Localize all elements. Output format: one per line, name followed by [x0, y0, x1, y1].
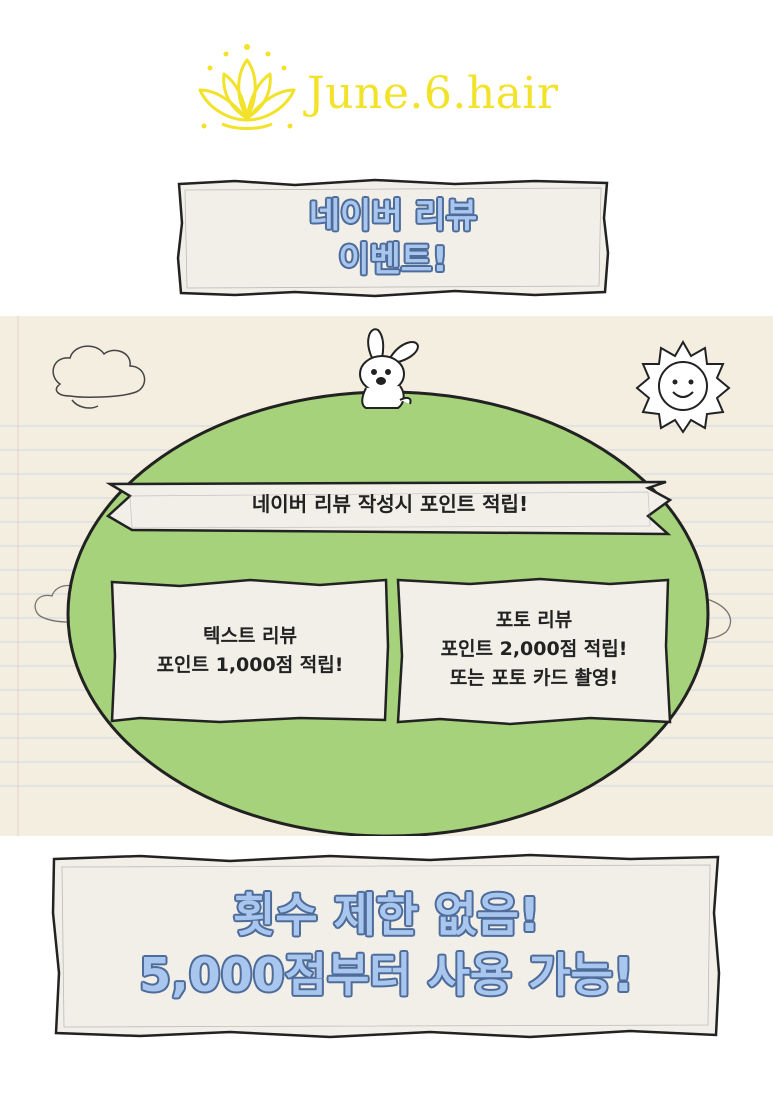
- text-review-card: 텍스트 리뷰 포인트 1,000점 적립!: [115, 622, 385, 680]
- rabbit-icon: [359, 328, 420, 409]
- photo-review-card: 포토 리뷰 포인트 2,000점 적립! 또는 포토 카드 촬영!: [402, 606, 666, 693]
- photo-review-card-option: 또는 포토 카드 촬영!: [449, 667, 619, 689]
- title-text: 네이버 리뷰 이벤트!: [175, 194, 611, 282]
- ribbon-text: 네이버 리뷰 작성시 포인트 적립!: [251, 492, 529, 516]
- sun-icon: [635, 339, 731, 434]
- photo-review-points: 포인트 2,000점 적립!: [440, 638, 628, 660]
- title-banner: 네이버 리뷰 이벤트!: [175, 178, 611, 298]
- text-review-title: 텍스트 리뷰: [202, 625, 297, 647]
- bottom-banner: 횟수 제한 없음! 5,000점부터 사용 가능!: [50, 853, 723, 1040]
- title-line-2: 이벤트!: [338, 240, 448, 280]
- event-illustration: 네이버 리뷰 작성시 포인트 적립! 텍스트 리뷰 포인트 1,000점 적립!…: [0, 316, 773, 836]
- lotus-icon: [198, 44, 296, 130]
- bottom-line-1: 횟수 제한 없음!: [233, 888, 540, 942]
- brand-logo: June.6.hair: [192, 40, 572, 135]
- photo-review-title: 포토 리뷰: [495, 609, 573, 631]
- brand-name: June.6.hair: [307, 68, 559, 119]
- cloud-icon: [52, 345, 146, 409]
- title-line-1: 네이버 리뷰: [308, 196, 478, 236]
- text-review-points: 포인트 1,000점 적립!: [156, 654, 344, 676]
- bottom-line-2: 5,000점부터 사용 가능!: [139, 948, 634, 1002]
- bottom-text: 횟수 제한 없음! 5,000점부터 사용 가능!: [50, 885, 723, 1005]
